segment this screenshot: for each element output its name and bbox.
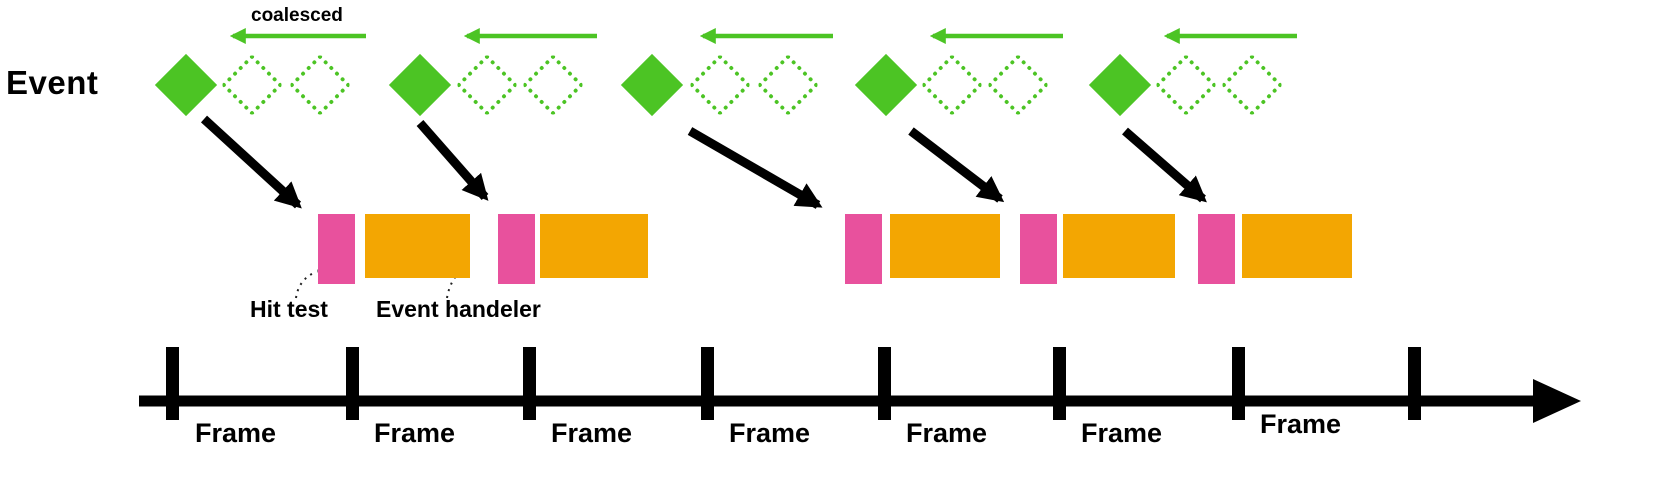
event-dispatch-arrow-icon — [908, 127, 1005, 203]
event-handler-block — [1063, 214, 1175, 278]
event-handler-block — [890, 214, 1000, 278]
hit-test-connector — [295, 271, 317, 299]
event-handler-block — [540, 214, 648, 278]
event-dispatch-arrow-icon — [687, 127, 823, 209]
timeline-tick — [523, 347, 536, 420]
timeline-tick — [166, 347, 179, 420]
timeline-tick — [1232, 347, 1245, 420]
frame-label: Frame — [551, 418, 633, 448]
timeline-tick — [701, 347, 714, 420]
timeline-tick — [1053, 347, 1066, 420]
frame-label: Frame — [195, 418, 277, 448]
hit-test-block — [318, 214, 355, 284]
frame-label: Frame — [1081, 418, 1163, 448]
event-handler-block — [365, 214, 470, 278]
frame-label: Frame — [374, 418, 456, 448]
hit-test-block — [498, 214, 535, 284]
hit-test-block — [1020, 214, 1057, 284]
frame-label: Frame — [1260, 409, 1342, 439]
event-dispatch-arrow-icon — [1122, 127, 1207, 203]
timeline-tick — [878, 347, 891, 420]
hit-test-label: Hit test — [250, 296, 328, 322]
event-handler-block — [1242, 214, 1352, 278]
timeline-tick — [1408, 347, 1421, 420]
frame-label: Frame — [729, 418, 811, 448]
hit-test-block — [845, 214, 882, 284]
hit-test-block — [1198, 214, 1235, 284]
event-dispatch-arrow-icon — [416, 120, 489, 201]
event-dispatch-arrow-icon — [200, 115, 302, 209]
timeline-tick — [346, 347, 359, 420]
coalesced-label: coalesced — [251, 5, 343, 26]
frame-label: Frame — [906, 418, 988, 448]
timeline-arrowhead-icon — [1533, 379, 1581, 423]
event-handler-label: Event handeler — [376, 296, 541, 322]
event-label: Event — [6, 64, 99, 101]
